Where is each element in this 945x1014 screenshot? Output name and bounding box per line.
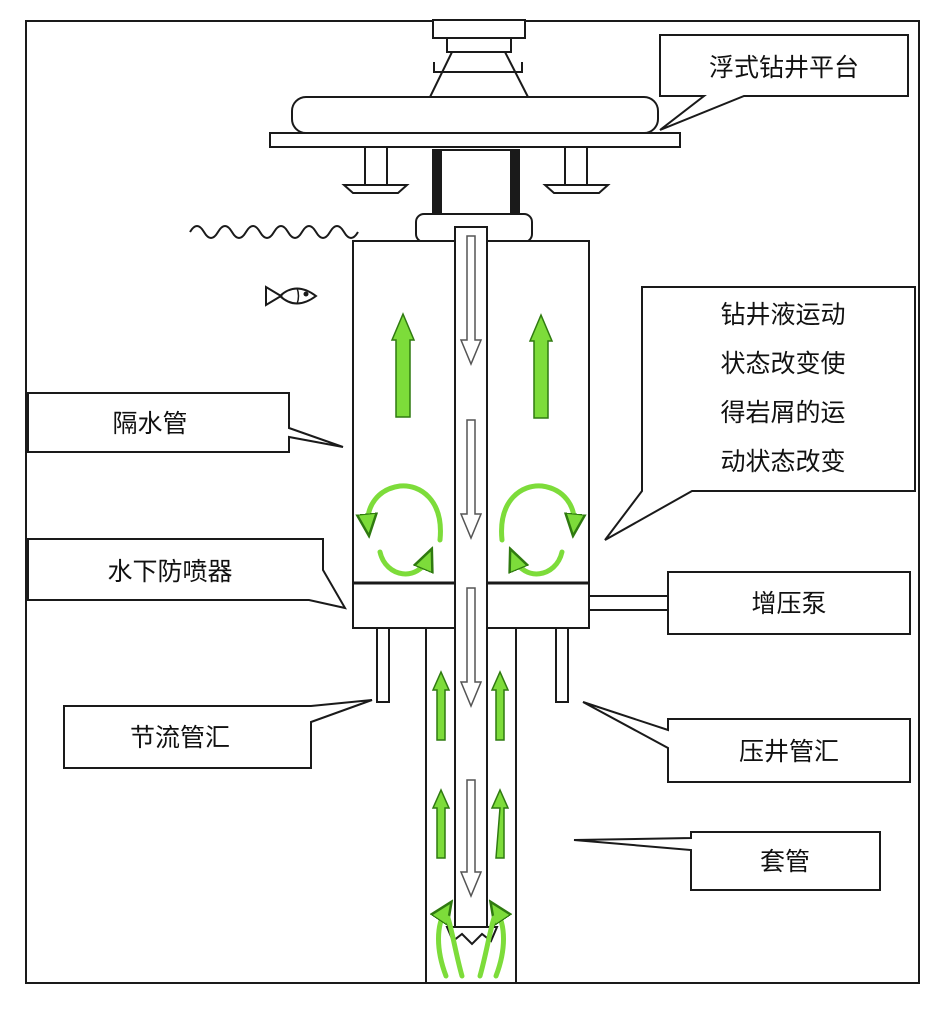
circulation-swirl-icon (499, 483, 575, 543)
circulation-swirls (368, 483, 575, 979)
label-subsea-bop: 水下防喷器 (107, 557, 232, 586)
callout-subsea-bop: 水下防喷器 (27, 538, 348, 610)
upward-flow-arrow (528, 313, 554, 419)
circulation-swirl-icon (377, 552, 428, 577)
downward-flow-arrow (459, 235, 483, 366)
callout-booster-pump: 增压泵 (667, 571, 911, 635)
circulation-swirl-icon (477, 915, 497, 979)
annotation-line-3: 得岩屑的运 (720, 398, 845, 427)
label-booster-pump: 增压泵 (751, 589, 826, 618)
callout-riser: 隔水管 (27, 392, 344, 453)
floating-drilling-platform (269, 19, 681, 243)
upward-flow-arrow (431, 788, 451, 859)
circulation-swirl-icon (439, 910, 447, 979)
label-platform: 浮式钻井平台 (709, 53, 859, 82)
circulation-swirl-icon (445, 915, 465, 979)
downward-flow-arrows (459, 235, 483, 898)
circulation-swirl-icon (496, 910, 504, 979)
upward-flow-arrow (490, 788, 510, 859)
annotation-line-1: 钻井液运动 (720, 300, 845, 329)
callout-annotation: 钻井液运动 状态改变使 得岩屑的运 动状态改变 (604, 286, 916, 541)
annotation-line-2: 状态改变使 (720, 349, 845, 378)
downward-flow-arrow (459, 779, 483, 898)
label-kill-manifold: 压井管汇 (739, 737, 839, 766)
label-choke-manifold: 节流管汇 (130, 723, 230, 752)
fish-icon (265, 285, 318, 307)
choke-manifold-pipe (376, 627, 390, 703)
upward-flow-arrow (431, 670, 451, 741)
callout-choke-manifold: 节流管汇 (63, 699, 373, 769)
callout-kill-manifold: 压井管汇 (582, 701, 911, 783)
label-riser: 隔水管 (112, 409, 187, 438)
downward-flow-arrow (459, 587, 483, 708)
callout-platform: 浮式钻井平台 (659, 34, 909, 131)
circulation-swirl-icon (514, 552, 565, 577)
kill-manifold-pipe (555, 627, 569, 703)
annotation-line-4: 动状态改变 (720, 447, 845, 476)
upward-flow-arrows (390, 312, 554, 859)
upward-flow-arrow (390, 312, 416, 418)
upward-flow-arrow (490, 670, 510, 741)
downward-flow-arrow (459, 419, 483, 540)
callout-casing: 套管 (573, 831, 881, 891)
water-wave-icon (189, 225, 359, 239)
label-casing: 套管 (760, 847, 810, 876)
circulation-swirl-icon (368, 483, 443, 543)
booster-pump-pipe (588, 595, 670, 611)
